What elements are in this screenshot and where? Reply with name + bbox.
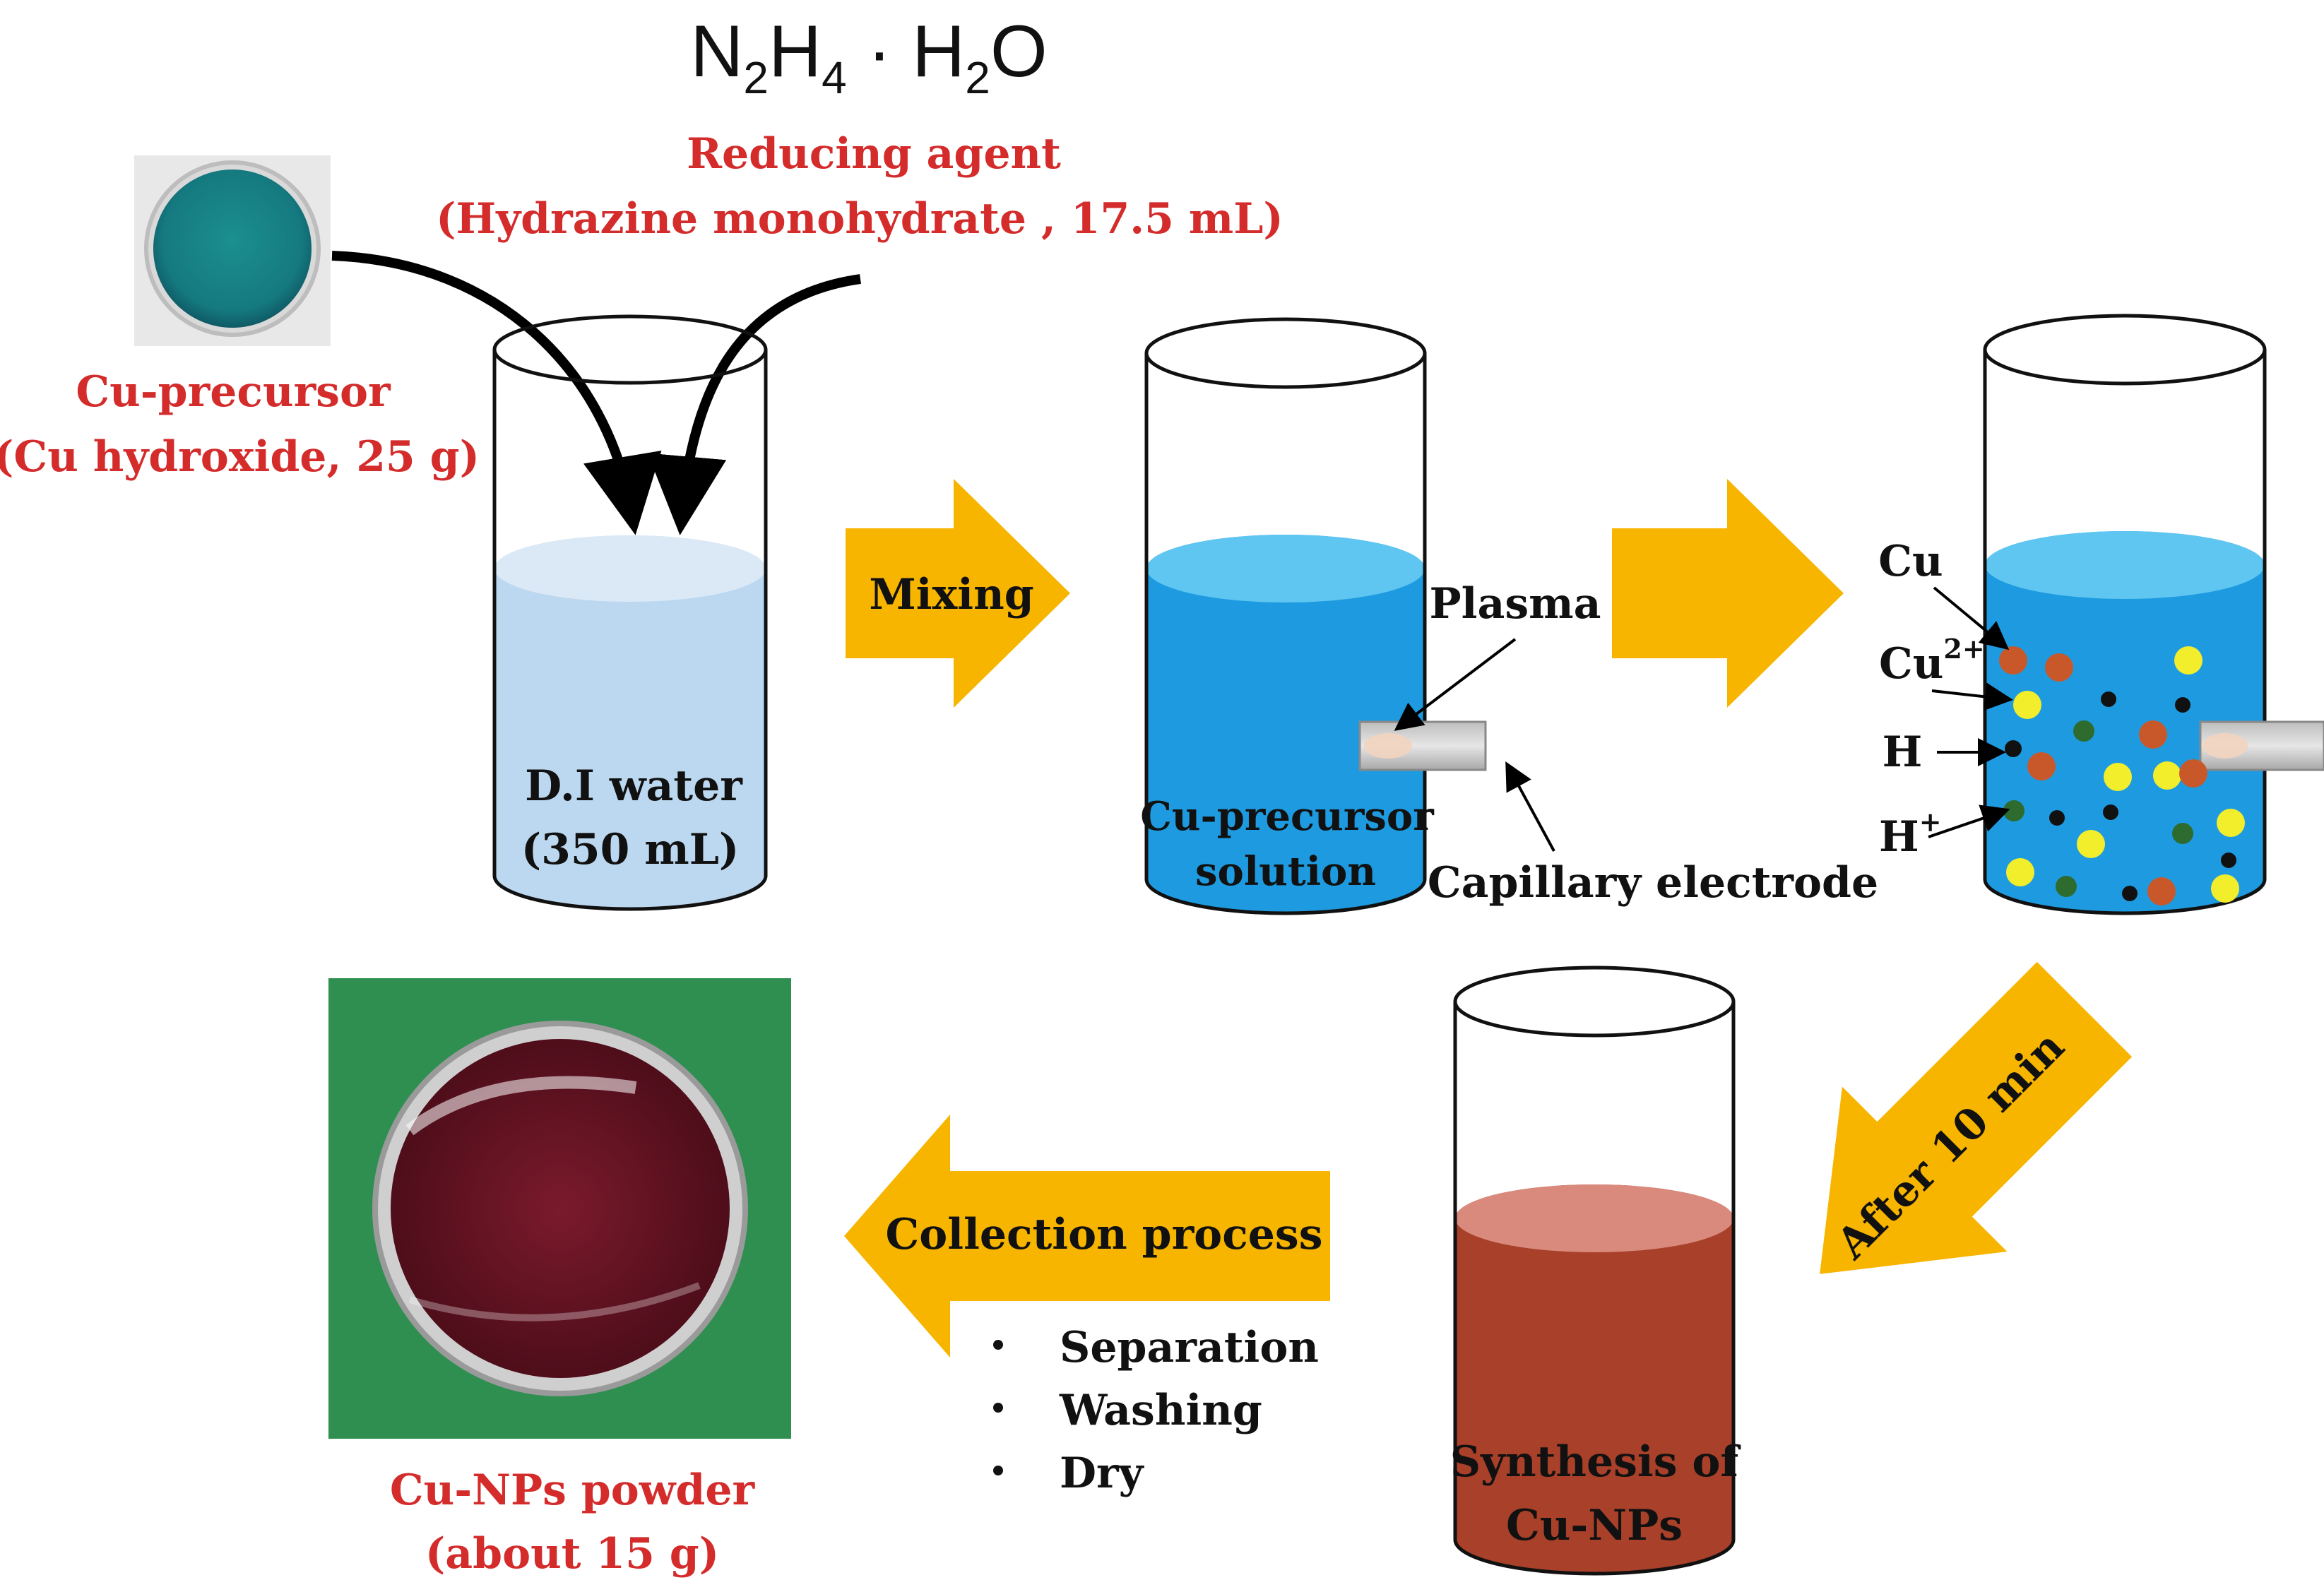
electrode-reaction [2199, 720, 2324, 771]
plasma-label: Plasma [1430, 579, 1601, 629]
particle-h [2103, 804, 2118, 820]
reducing-agent-label: Reducing agent [687, 129, 1061, 179]
particle-h [2005, 740, 2022, 757]
particle-cu2 [2174, 646, 2203, 675]
particle-cu [2139, 720, 2167, 749]
particle-hplus [2172, 823, 2193, 844]
capillary-electrode [1358, 720, 1487, 771]
particle-cu2 [2217, 809, 2245, 837]
precursor-solution-label-2: solution [1195, 848, 1376, 895]
reaction-particles [1999, 646, 2245, 905]
step-separation: Separation [1060, 1323, 1319, 1372]
particle-cu2 [2104, 763, 2132, 791]
powder-amount: (about 15 g) [425, 1529, 719, 1579]
plasma-pointer [1394, 638, 1517, 731]
di-water-volume: (350 mL) [521, 825, 740, 874]
particle-cu [2179, 759, 2207, 788]
particle-cu [2027, 752, 2056, 780]
collection-steps: Separation Washing Dry [993, 1323, 1319, 1498]
cu2-pointer [1931, 682, 2013, 711]
beaker-synthesis [1453, 966, 1736, 1576]
particle-cu2 [2211, 874, 2239, 903]
step-dry: Dry [1060, 1449, 1145, 1498]
cu-precursor-detail: (Cu hydroxide, 25 g) [0, 432, 480, 482]
particle-cu [1999, 646, 2027, 675]
di-water-label: D.I water [525, 761, 743, 811]
particle-h [2049, 810, 2065, 826]
hplus-species-label: H+ [1879, 806, 1942, 862]
reducing-agent-addition-arrow [647, 274, 861, 535]
reducing-agent-detail: (Hydrazine monohydrate , 17.5 mL) [436, 194, 1283, 244]
plasma-process-arrow [1612, 479, 1844, 708]
step-washing: Washing [1059, 1386, 1262, 1435]
capillary-pointer [1505, 761, 1555, 852]
cu-precursor-label: Cu-precursor [76, 367, 391, 417]
collection-arrow [844, 1115, 1330, 1358]
capillary-electrode-label: Capillary electrode [1428, 858, 1878, 908]
cu-pointer [1933, 586, 2010, 651]
particle-h [2175, 697, 2190, 713]
particle-h [2101, 691, 2116, 707]
powder-label: Cu-NPs powder [390, 1466, 756, 1515]
cu-nps-powder-photo [328, 978, 791, 1439]
beaker-precursor-solution [1144, 317, 1427, 915]
precursor-addition-arrow [331, 251, 662, 535]
precursor-solution-label: Cu-precursor [1140, 793, 1435, 840]
particle-h [2221, 853, 2236, 868]
hplus-pointer [1928, 804, 2010, 838]
particle-hplus [2056, 876, 2077, 897]
h-species-label: H [1883, 727, 1923, 777]
particle-h [2122, 886, 2138, 901]
particle-cu [2147, 877, 2176, 905]
cu-species-label: Cu [1878, 537, 1943, 586]
collection-label: Collection process [886, 1210, 1323, 1259]
particle-cu2 [2006, 858, 2034, 886]
particle-cu [2045, 653, 2073, 682]
hydrazine-formula: N2H4 · H2O [690, 11, 1047, 103]
particle-cu2 [2153, 761, 2181, 790]
particle-cu2 [2013, 691, 2041, 719]
particle-hplus [2003, 800, 2024, 821]
mixing-arrow [846, 479, 1070, 708]
synthesis-label: Synthesis of [1450, 1437, 1742, 1487]
cu2-species-label: Cu2+ [1879, 633, 1985, 689]
beaker-di-water [492, 314, 768, 911]
after-10-min-arrow: After 10 min [1820, 961, 2133, 1274]
cu-precursor-photo [134, 155, 331, 346]
synthesis-label-2: Cu-NPs [1506, 1501, 1683, 1550]
mixing-label: Mixing [869, 570, 1033, 619]
particle-hplus [2073, 720, 2094, 742]
particle-cu2 [2077, 830, 2105, 858]
